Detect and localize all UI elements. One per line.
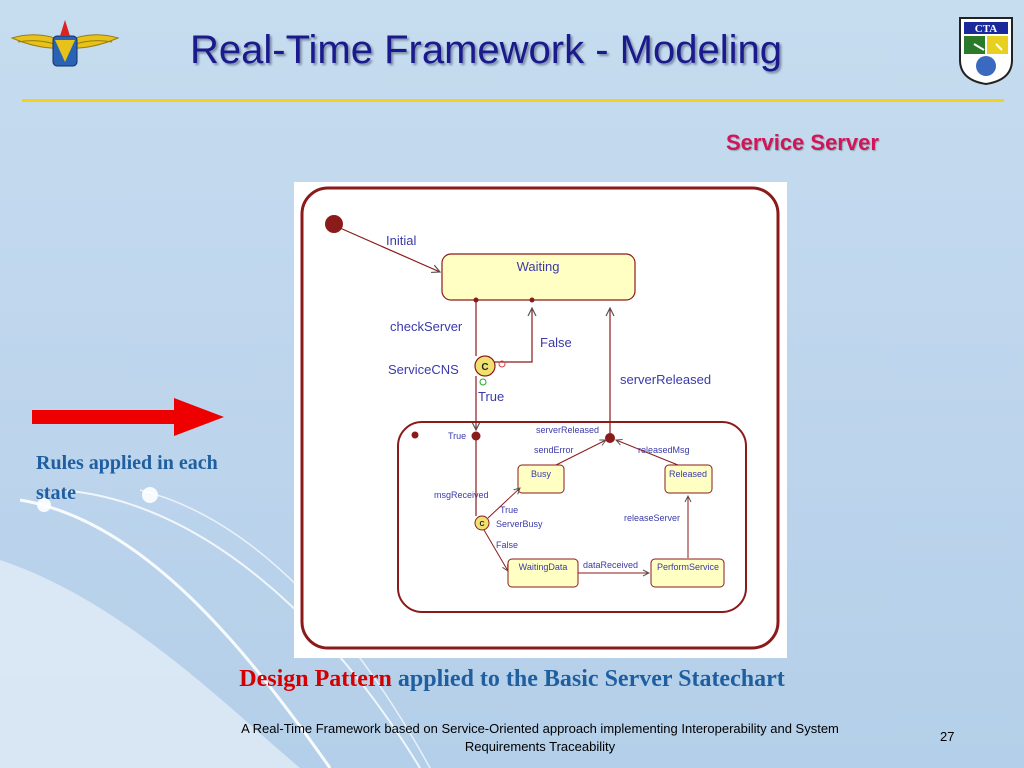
choice-serverbusy-glyph: C bbox=[479, 521, 484, 528]
ita-logo bbox=[10, 16, 120, 81]
true-inner-label: True bbox=[448, 431, 466, 441]
initial-node bbox=[325, 215, 343, 233]
state-waitingdata-label: WaitingData bbox=[519, 562, 568, 572]
title-divider bbox=[22, 99, 1004, 102]
false-inner-transition bbox=[483, 529, 508, 571]
false-outer-label: False bbox=[540, 335, 572, 350]
initial-transition bbox=[339, 227, 440, 272]
service-cns-label: ServiceCNS bbox=[388, 362, 459, 377]
cta-logo-text: CTA bbox=[975, 23, 997, 35]
true-busy-label: True bbox=[500, 505, 518, 515]
initial-label: Initial bbox=[386, 233, 416, 248]
release-server-label: releaseServer bbox=[624, 513, 680, 523]
slide-title: Real-Time Framework - Modeling bbox=[190, 28, 782, 72]
true-outer-label: True bbox=[478, 389, 504, 404]
released-to-junction bbox=[616, 440, 679, 466]
true-busy-transition bbox=[487, 488, 520, 519]
choice-servicecns bbox=[474, 355, 496, 377]
inner-state-frame bbox=[397, 421, 747, 613]
caption-description: applied to the Basic Server Statechart bbox=[397, 666, 785, 692]
caption-design-pattern: Design Pattern bbox=[239, 666, 392, 692]
state-waiting bbox=[441, 253, 636, 301]
msg-received-label: msgReceived bbox=[434, 490, 489, 500]
released-msg-label: releasedMsg bbox=[638, 445, 690, 455]
state-released-label: Released bbox=[669, 469, 707, 479]
slide-footer: A Real-Time Framework based on Service-O… bbox=[241, 721, 839, 754]
send-error-label: sendError bbox=[534, 445, 574, 455]
outer-state-frame bbox=[300, 186, 780, 650]
cta-logo: CTA bbox=[956, 14, 1016, 91]
state-performservice bbox=[650, 558, 725, 588]
statechart-diagram: Initial Waiting checkServer False C Serv… bbox=[294, 182, 787, 658]
right-arrow-icon bbox=[32, 398, 232, 443]
diagram-caption: Design Pattern applied to the Basic Serv… bbox=[0, 666, 1024, 693]
server-released-inner-label: serverReleased bbox=[536, 425, 599, 435]
data-received-label: dataReceived bbox=[583, 560, 638, 570]
server-busy-label: ServerBusy bbox=[496, 519, 543, 529]
check-server-label: checkServer bbox=[390, 319, 463, 334]
rules-applied-text: Rules applied in each state bbox=[36, 452, 218, 504]
page-number: 27 bbox=[940, 729, 955, 744]
state-performservice-label: PerformService bbox=[657, 562, 719, 572]
state-released bbox=[664, 464, 713, 494]
false-inner-label: False bbox=[496, 540, 518, 550]
server-released-outer-label: serverReleased bbox=[620, 372, 711, 387]
state-waiting-label: Waiting bbox=[517, 259, 560, 274]
false-transition bbox=[494, 308, 532, 363]
section-subtitle: Service Server bbox=[726, 130, 879, 155]
busy-to-released-junction bbox=[555, 440, 606, 466]
state-busy-label: Busy bbox=[531, 469, 552, 479]
choice-servicecns-glyph: C bbox=[481, 362, 488, 373]
state-busy bbox=[517, 464, 565, 494]
choice-serverbusy bbox=[474, 515, 490, 531]
